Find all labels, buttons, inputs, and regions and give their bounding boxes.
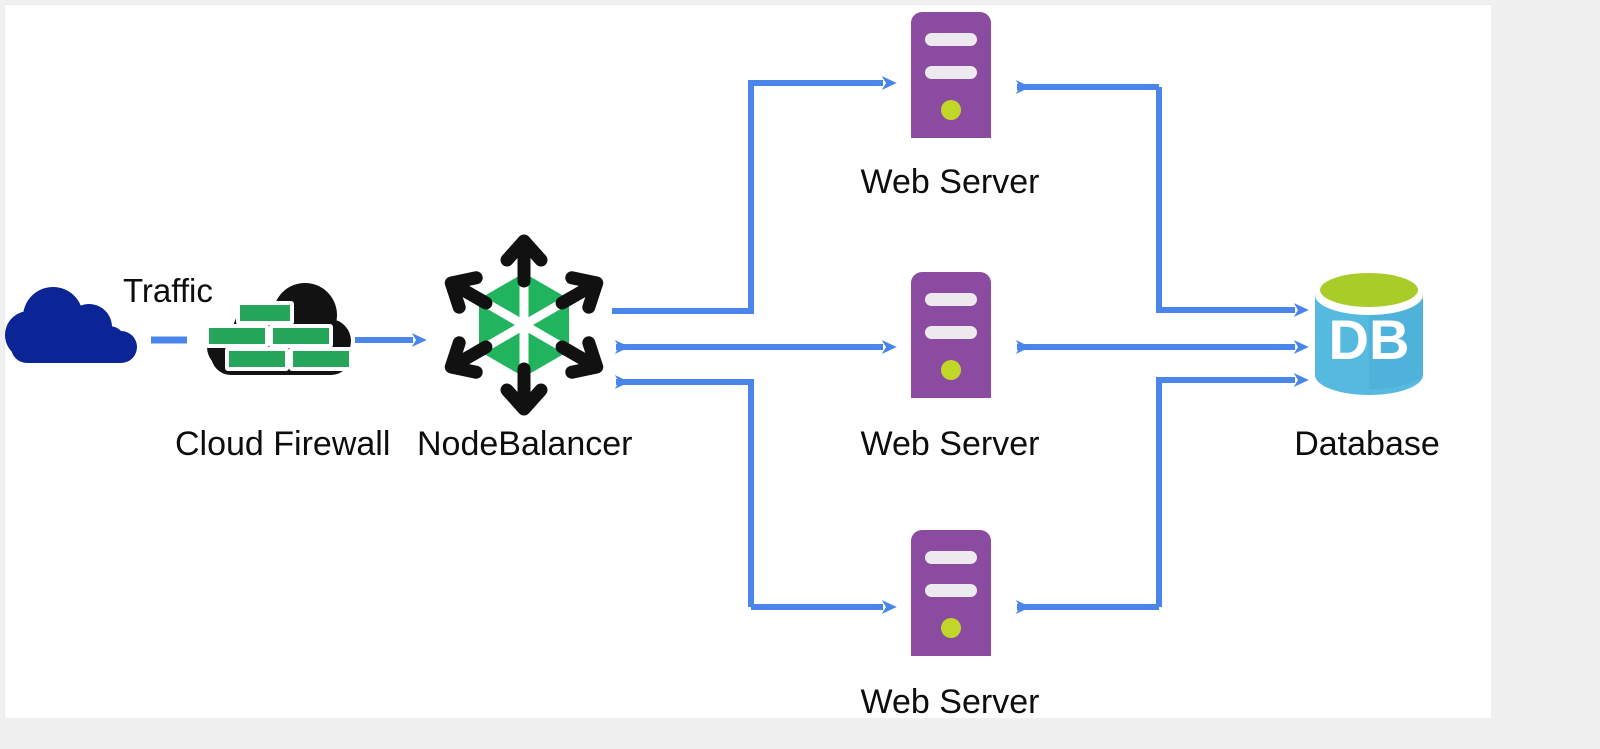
edge-nodebalancer-to-server-3-tail <box>614 375 754 607</box>
nodebalancer-icon[interactable] <box>435 233 613 417</box>
edge-server-3-to-database <box>1156 373 1309 607</box>
connector-layer <box>151 76 1309 614</box>
node-label-database: Database <box>1294 425 1440 463</box>
server-icon[interactable] <box>908 9 994 141</box>
edge-nodebalancer-to-server-1 <box>612 76 897 314</box>
db-badge-text: DB <box>1329 308 1410 371</box>
cloud-icon[interactable] <box>5 283 155 379</box>
node-label-web-server-2: Web Server <box>860 425 1040 463</box>
diagram-canvas: DB Traffic Cloud Firewall NodeBalancer W… <box>4 4 1491 718</box>
node-label-nodebalancer: NodeBalancer <box>417 425 633 463</box>
edge-server-1-to-database <box>1156 87 1309 317</box>
server-icon[interactable] <box>908 269 994 401</box>
database-cylinder-icon[interactable]: DB <box>1311 271 1433 403</box>
edge-label-traffic: Traffic <box>123 272 213 309</box>
node-label-cloud-firewall: Cloud Firewall <box>175 425 391 463</box>
node-label-web-server-1: Web Server <box>860 163 1040 201</box>
node-label-web-server-3: Web Server <box>860 683 1040 718</box>
cloud-firewall-icon[interactable] <box>201 281 361 387</box>
server-icon[interactable] <box>908 527 994 659</box>
